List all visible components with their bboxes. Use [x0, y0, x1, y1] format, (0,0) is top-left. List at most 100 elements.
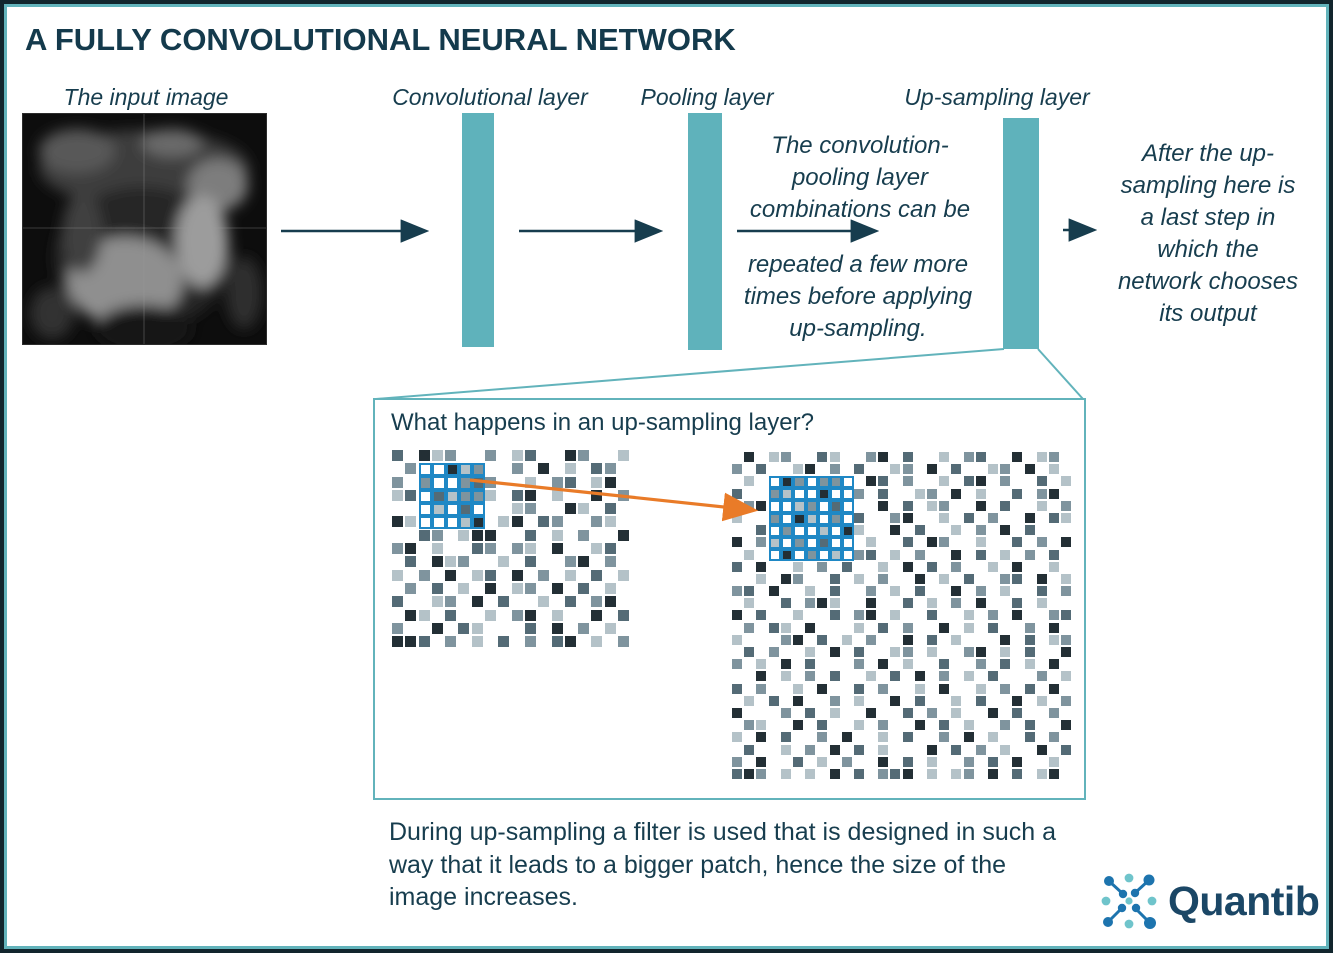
grid-cell	[732, 634, 742, 645]
grid-cell	[1048, 659, 1059, 670]
grid-cell	[951, 768, 962, 779]
grid-cell	[769, 598, 779, 608]
grid-cell	[878, 622, 889, 633]
grid-cell	[769, 464, 779, 474]
grid-cell	[781, 488, 794, 501]
grid-cell	[878, 756, 889, 767]
grid-cell	[1000, 671, 1010, 681]
grid-cell	[854, 562, 864, 572]
grid-cell	[793, 524, 806, 537]
grid-cell	[418, 450, 430, 461]
grid-cell	[471, 543, 483, 555]
grid-cell	[939, 647, 949, 657]
grid-cell	[829, 744, 840, 755]
grid-cell	[963, 671, 974, 682]
grid-cell	[732, 707, 742, 718]
grid-cell	[1025, 745, 1035, 755]
grid-cell	[805, 659, 816, 670]
grid-cell	[1048, 488, 1059, 499]
grid-cell	[963, 452, 974, 462]
grid-cell	[419, 623, 430, 634]
grid-cell	[445, 636, 457, 648]
grid-cell	[793, 488, 806, 501]
grid-cell	[902, 768, 913, 779]
grid-cell	[890, 598, 900, 608]
grid-cell	[853, 488, 864, 499]
grid-cell	[445, 543, 456, 554]
grid-cell	[915, 623, 925, 633]
grid-cell	[756, 598, 766, 608]
grid-cell	[866, 720, 876, 730]
grid-cell	[604, 556, 616, 568]
grid-cell	[472, 476, 486, 490]
grid-cell	[878, 768, 889, 779]
grid-cell	[927, 732, 937, 742]
grid-cell	[951, 744, 962, 755]
grid-cell	[591, 476, 603, 488]
grid-cell	[842, 549, 855, 562]
grid-cell	[445, 489, 459, 503]
grid-cell	[769, 500, 782, 513]
grid-cell	[829, 610, 840, 621]
grid-cell	[538, 556, 549, 567]
grid-cell	[732, 732, 742, 743]
grid-cell	[829, 452, 840, 462]
grid-cell	[1061, 769, 1071, 779]
grid-cell	[1061, 671, 1072, 682]
grid-cell	[878, 561, 889, 572]
grid-cell	[780, 707, 791, 718]
grid-cell	[817, 452, 828, 462]
grid-cell	[915, 501, 925, 511]
grid-cell	[418, 569, 430, 581]
grid-cell	[756, 525, 767, 536]
grid-cell	[927, 720, 937, 730]
grid-cell	[988, 537, 998, 547]
page-title: A FULLY CONVOLUTIONAL NEURAL NETWORK	[25, 22, 736, 57]
grid-cell	[890, 464, 901, 475]
grid-cell	[524, 556, 536, 568]
grid-cell	[841, 732, 852, 743]
grid-cell	[458, 489, 473, 503]
grid-cell	[511, 463, 523, 475]
grid-cell	[988, 574, 998, 584]
grid-cell	[732, 501, 742, 511]
grid-cell	[988, 696, 998, 706]
grid-cell	[458, 622, 470, 634]
grid-cell	[769, 745, 779, 755]
grid-cell	[604, 596, 616, 608]
grid-cell	[890, 525, 901, 536]
grid-cell	[1025, 610, 1035, 620]
grid-cell	[732, 598, 742, 608]
grid-cell	[392, 476, 403, 488]
grid-cell	[927, 574, 937, 584]
grid-cell	[1037, 684, 1047, 694]
grid-cell	[1048, 707, 1059, 718]
grid-cell	[418, 529, 430, 541]
grid-cell	[939, 635, 949, 645]
grid-cell	[485, 529, 497, 541]
grid-cell	[1061, 573, 1072, 584]
grid-cell	[939, 550, 949, 560]
grid-cell	[769, 757, 779, 767]
grid-cell	[805, 610, 815, 620]
grid-cell	[830, 635, 840, 645]
grid-cell	[485, 463, 496, 474]
grid-cell	[538, 503, 549, 514]
grid-cell	[878, 452, 889, 462]
grid-cell	[498, 503, 509, 514]
grid-cell	[1036, 598, 1047, 609]
grid-cell	[842, 708, 852, 718]
grid-cell	[471, 569, 483, 581]
grid-cell	[878, 586, 888, 596]
grid-cell	[419, 543, 430, 554]
grid-cell	[781, 586, 791, 596]
grid-cell	[842, 610, 852, 620]
grid-cell	[1049, 671, 1059, 681]
grid-cell	[744, 537, 754, 547]
grid-cell	[903, 586, 913, 596]
grid-cell	[1061, 598, 1071, 608]
grid-cell	[1061, 476, 1072, 487]
grid-cell	[1024, 647, 1035, 657]
grid-cell	[432, 463, 446, 477]
grid-cell	[551, 543, 563, 555]
